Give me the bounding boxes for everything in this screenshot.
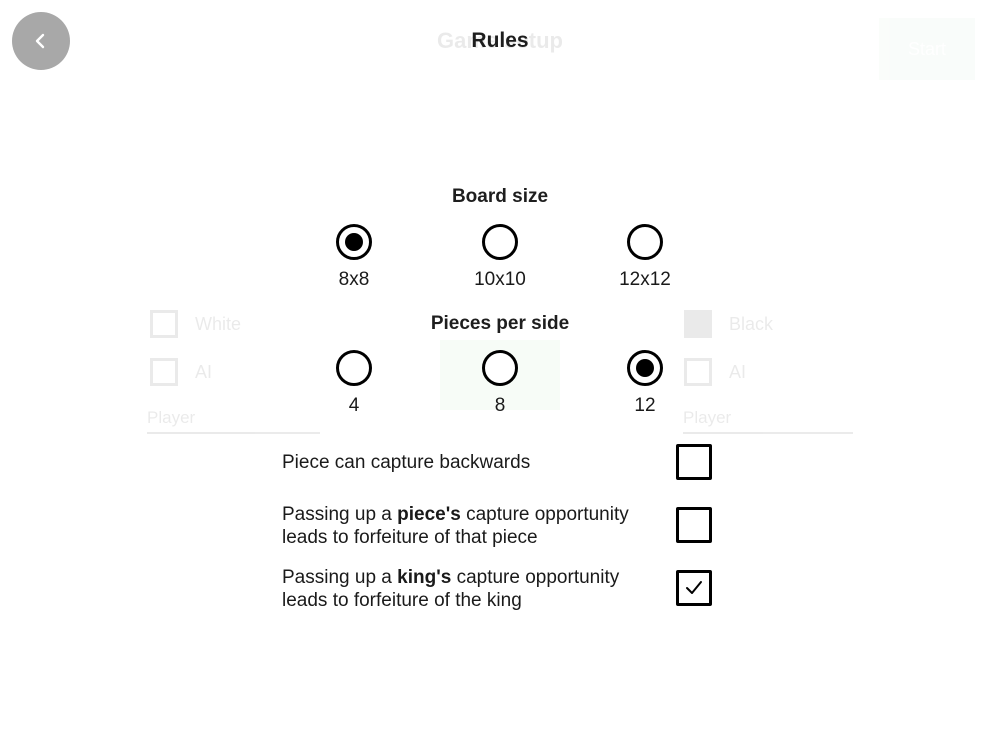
background-ai-label-right: AI bbox=[729, 362, 747, 382]
board-size-option-8x8[interactable]: 8x8 bbox=[299, 224, 409, 291]
radio-selected-dot bbox=[345, 233, 363, 251]
radio-label: 10x10 bbox=[474, 269, 526, 290]
pieces-option-12[interactable]: 12 bbox=[590, 350, 700, 417]
chevron-left-icon bbox=[35, 33, 45, 49]
board-size-option-10x10[interactable]: 10x10 bbox=[445, 224, 555, 291]
radio-label: 4 bbox=[348, 395, 360, 416]
rule-piece-forfeiture-text: Passing up a piece's capture opportunity… bbox=[282, 503, 652, 549]
page-title: Rules bbox=[471, 29, 529, 52]
board-size-radio-group: 8x8 10x10 12x12 bbox=[300, 224, 700, 304]
back-button[interactable] bbox=[12, 12, 70, 70]
background-player-field-left: Player bbox=[147, 408, 320, 434]
pieces-option-8[interactable]: 8 bbox=[445, 350, 555, 417]
rule-text-bold: piece's bbox=[397, 504, 461, 525]
rule-text-part: capture opportunity leads to forfeiture … bbox=[282, 567, 620, 611]
rule-text-bold: king's bbox=[397, 567, 452, 588]
pieces-per-side-title: Pieces per side bbox=[430, 313, 570, 334]
background-ai-label-left: AI bbox=[195, 362, 213, 382]
rule-capture-backwards-checkbox[interactable] bbox=[676, 444, 712, 480]
pieces-option-4[interactable]: 4 bbox=[299, 350, 409, 417]
rule-text-part: capture opportunity leads to forfeiture … bbox=[282, 504, 629, 548]
pieces-per-side-radio-group: 4 8 12 bbox=[300, 350, 700, 430]
rule-capture-backwards-text: Piece can capture backwards bbox=[282, 451, 652, 474]
rule-king-forfeiture-checkbox[interactable] bbox=[676, 570, 712, 606]
radio-button[interactable] bbox=[627, 224, 663, 260]
radio-button[interactable] bbox=[482, 224, 518, 260]
background-player-field-right: Player bbox=[683, 408, 853, 434]
rule-text-part: Passing up a bbox=[282, 504, 398, 525]
radio-label: 8x8 bbox=[338, 269, 370, 290]
rule-king-forfeiture-text: Passing up a king's capture opportunity … bbox=[282, 566, 652, 612]
radio-button[interactable] bbox=[627, 350, 663, 386]
rule-text-part: Piece can capture backwards bbox=[282, 452, 531, 473]
radio-button[interactable] bbox=[336, 224, 372, 260]
rule-text-part: Passing up a bbox=[282, 567, 398, 588]
radio-button[interactable] bbox=[482, 350, 518, 386]
rule-piece-forfeiture-checkbox[interactable] bbox=[676, 507, 712, 543]
background-ai-checkbox-left bbox=[150, 358, 178, 386]
checkmark-icon bbox=[686, 581, 702, 594]
board-size-title: Board size bbox=[451, 186, 549, 207]
radio-button[interactable] bbox=[336, 350, 372, 386]
radio-label: 12x12 bbox=[619, 269, 671, 290]
board-size-option-12x12[interactable]: 12x12 bbox=[590, 224, 700, 291]
radio-label: 12 bbox=[634, 395, 656, 416]
radio-selected-dot bbox=[636, 359, 654, 377]
radio-label: 8 bbox=[494, 395, 506, 416]
